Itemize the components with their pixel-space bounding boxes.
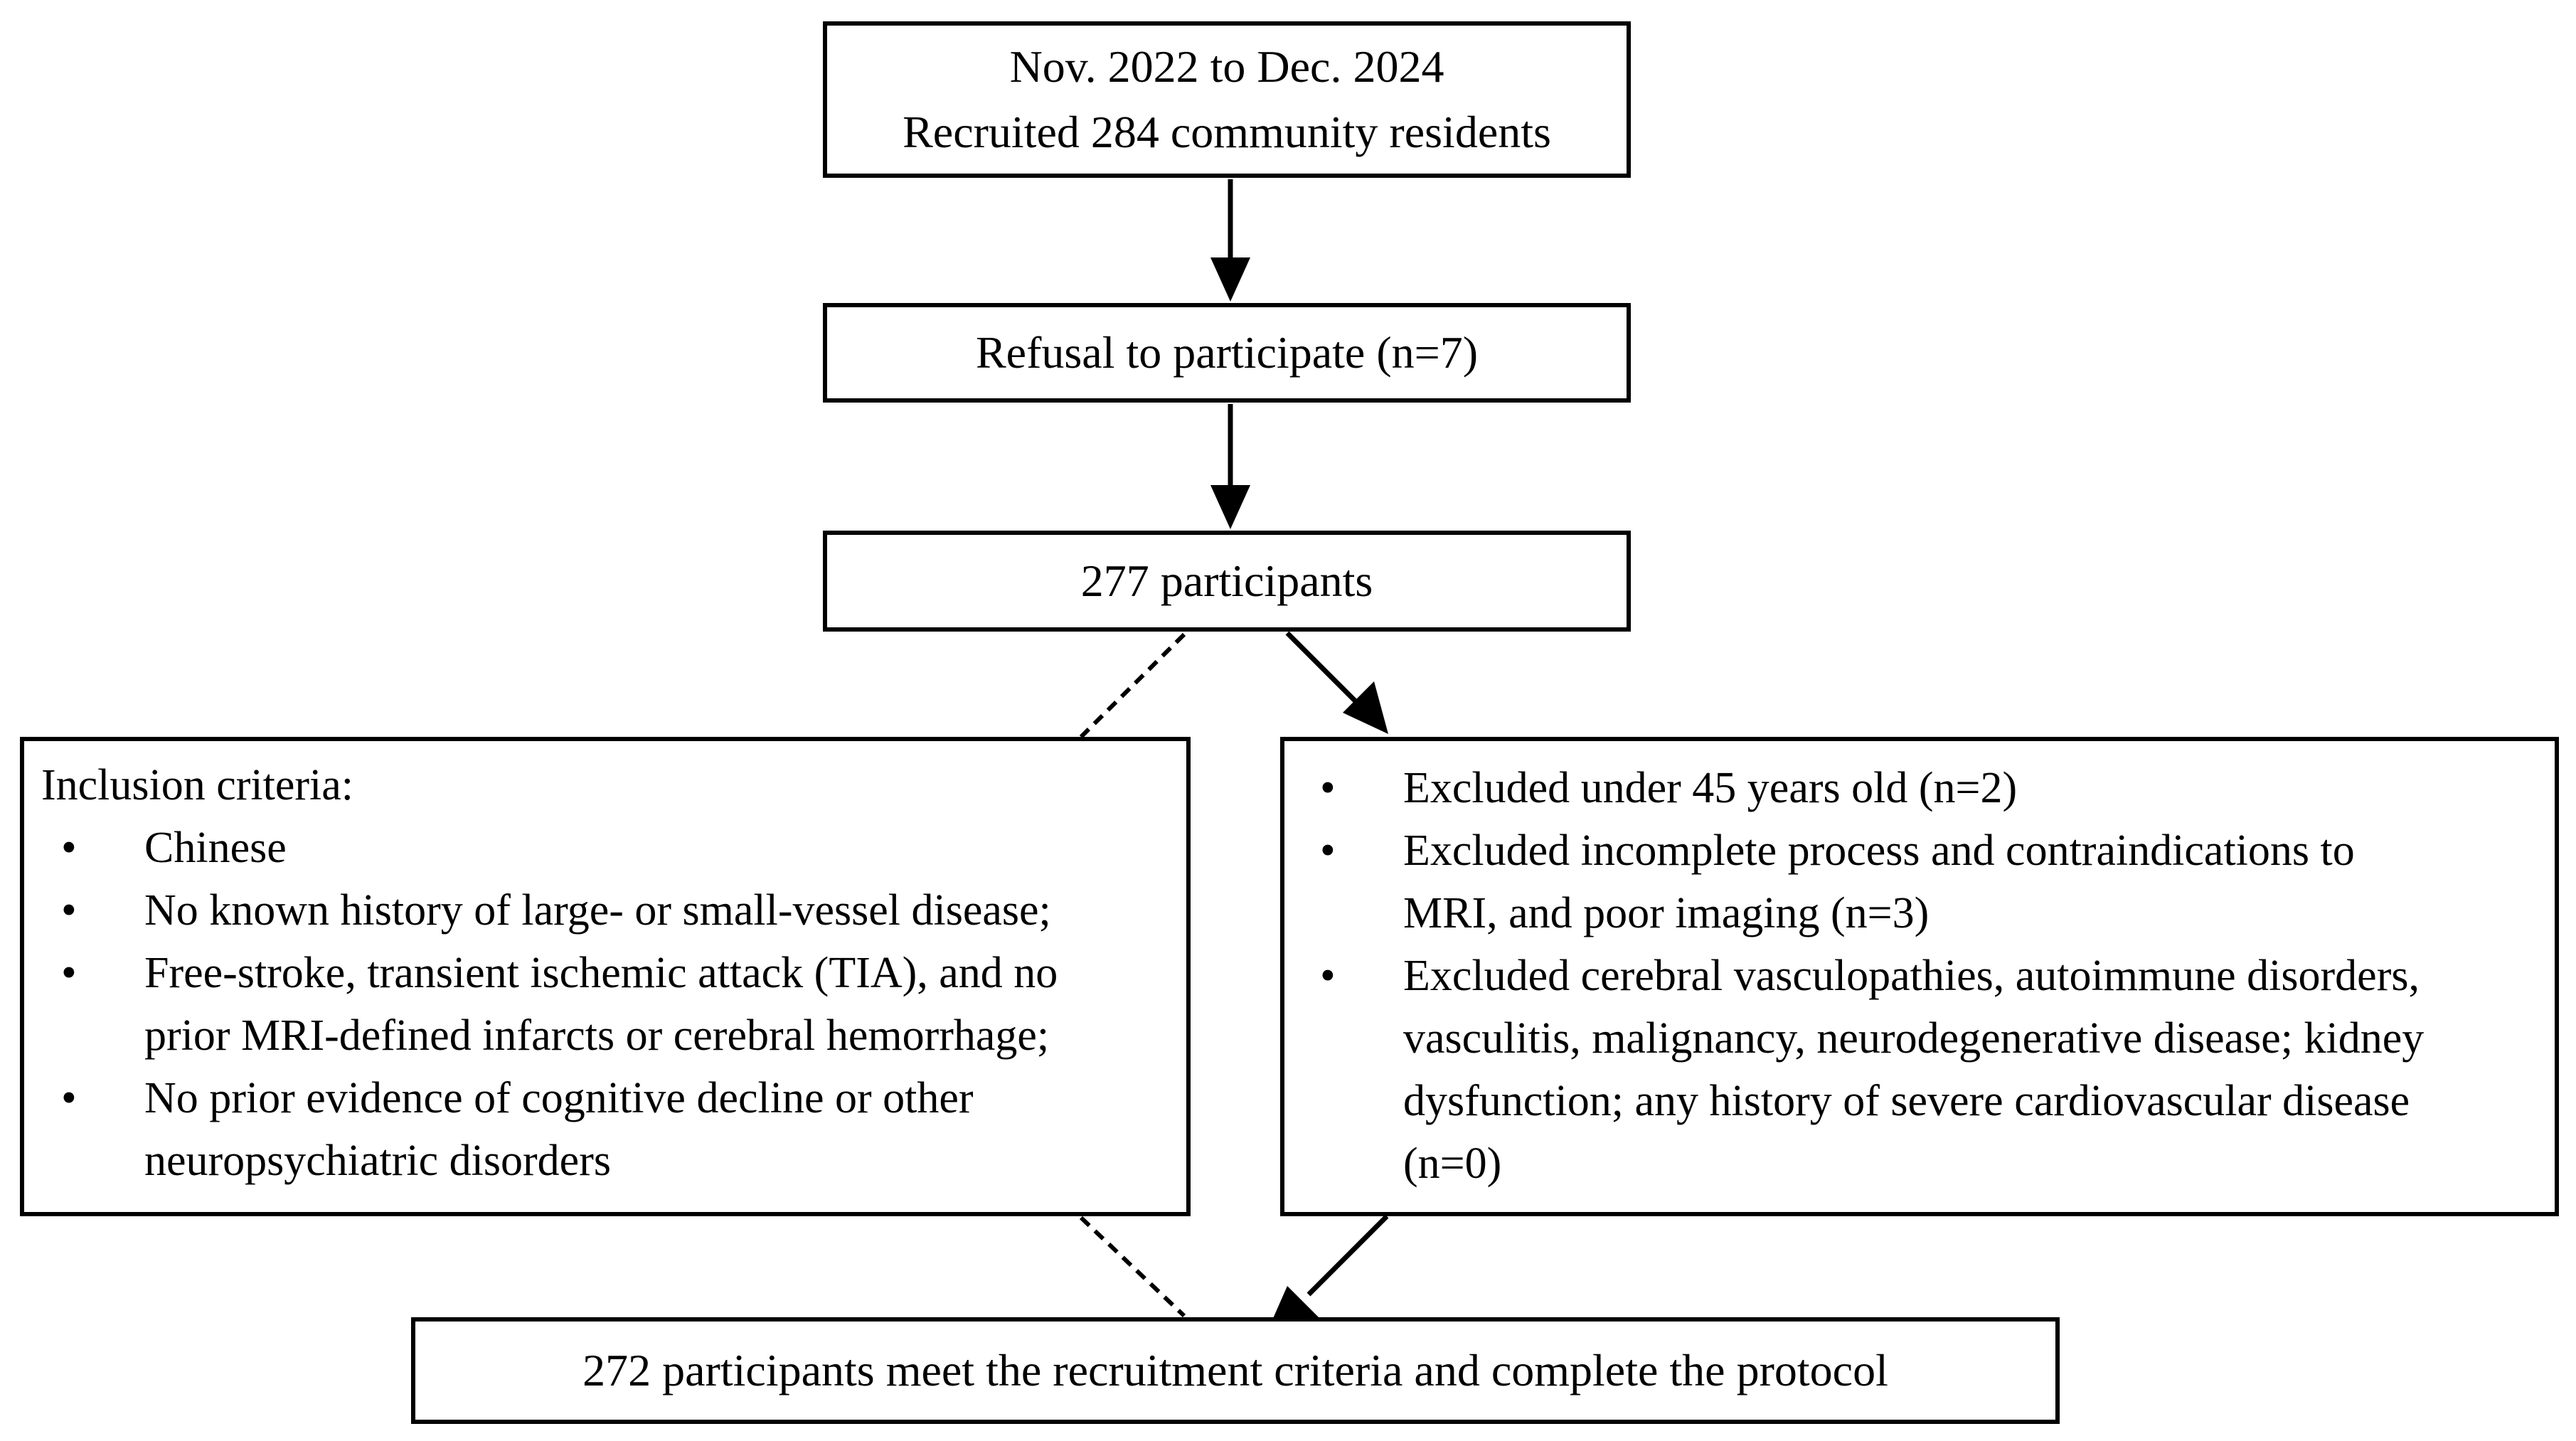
bullet-icon: • xyxy=(61,886,77,935)
dashed-link-inclusion-final xyxy=(1079,1216,1186,1318)
exclusion-item-text: MRI, and poor imaging (n=3) xyxy=(1403,889,1930,937)
bullet-icon: • xyxy=(1320,952,1336,1000)
inclusion-item-text: No known history of large- or small-vess… xyxy=(144,886,1051,935)
inclusion-item-text: prior MRI-defined infarcts or cerebral h… xyxy=(144,1011,1050,1060)
arrowhead-refusal-to-participants xyxy=(1210,485,1250,529)
participants-label: 277 participants xyxy=(1080,555,1373,606)
exclusion-item-text: Excluded incomplete process and contrain… xyxy=(1403,826,2355,875)
bullet-icon: • xyxy=(61,949,77,997)
arrow-exclusion-to-final xyxy=(1306,1214,1389,1297)
exclusion-item: • Excluded cerebral vasculopathies, auto… xyxy=(1300,945,2555,1195)
inclusion-item: • Chinese xyxy=(41,817,1186,879)
exclusion-item-text: dysfunction; any history of severe cardi… xyxy=(1403,1077,2410,1125)
exclusion-list: • Excluded under 45 years old (n=2) • Ex… xyxy=(1300,757,2555,1195)
dashed-link-participants-inclusion xyxy=(1079,632,1186,739)
inclusion-item-text: Chinese xyxy=(144,824,287,872)
final-label: 272 participants meet the recruitment cr… xyxy=(582,1345,1888,1395)
arrow-participants-to-exclusion xyxy=(1285,631,1368,713)
bullet-icon: • xyxy=(1320,826,1336,875)
refusal-box: Refusal to participate (n=7) xyxy=(823,303,1631,403)
recruitment-count: Recruited 284 community residents xyxy=(903,107,1551,157)
bullet-icon: • xyxy=(61,1074,77,1122)
inclusion-item-text: neuropsychiatric disorders xyxy=(144,1137,611,1185)
inclusion-item-text: Free-stroke, transient ischemic attack (… xyxy=(144,949,1058,997)
exclusion-item: • Excluded incomplete process and contra… xyxy=(1300,819,2555,945)
inclusion-criteria-box: Inclusion criteria: • Chinese • No known… xyxy=(20,737,1191,1216)
arrowhead-participants-to-exclusion xyxy=(1343,681,1388,734)
refusal-label: Refusal to participate (n=7) xyxy=(975,327,1479,378)
exclusion-item: • Excluded under 45 years old (n=2) xyxy=(1300,757,2555,819)
bullet-icon: • xyxy=(1320,764,1336,812)
exclusion-item-text: vasculitis, malignancy, neurodegenerativ… xyxy=(1403,1014,2425,1063)
arrowhead-exclusion-to-final xyxy=(1272,1286,1319,1322)
arrowhead-recruit-to-refusal xyxy=(1210,257,1250,302)
inclusion-item: • No known history of large- or small-ve… xyxy=(41,879,1186,942)
final-box: 272 participants meet the recruitment cr… xyxy=(411,1317,2060,1424)
exclusion-item-text: (n=0) xyxy=(1403,1139,1502,1188)
inclusion-item: • No prior evidence of cognitive decline… xyxy=(41,1067,1186,1192)
recruitment-period: Nov. 2022 to Dec. 2024 xyxy=(1009,41,1444,92)
bullet-icon: • xyxy=(61,824,77,872)
exclusion-item-text: Excluded cerebral vasculopathies, autoim… xyxy=(1403,952,2420,1000)
recruitment-box: Nov. 2022 to Dec. 2024 Recruited 284 com… xyxy=(823,21,1631,178)
inclusion-item: • Free-stroke, transient ischemic attack… xyxy=(41,942,1186,1067)
exclusion-criteria-box: • Excluded under 45 years old (n=2) • Ex… xyxy=(1280,737,2559,1216)
participants-box: 277 participants xyxy=(823,531,1631,632)
inclusion-list: • Chinese • No known history of large- o… xyxy=(41,817,1186,1192)
inclusion-item-text: No prior evidence of cognitive decline o… xyxy=(144,1074,974,1122)
exclusion-item-text: Excluded under 45 years old (n=2) xyxy=(1403,764,2018,812)
inclusion-heading: Inclusion criteria: xyxy=(41,761,353,809)
